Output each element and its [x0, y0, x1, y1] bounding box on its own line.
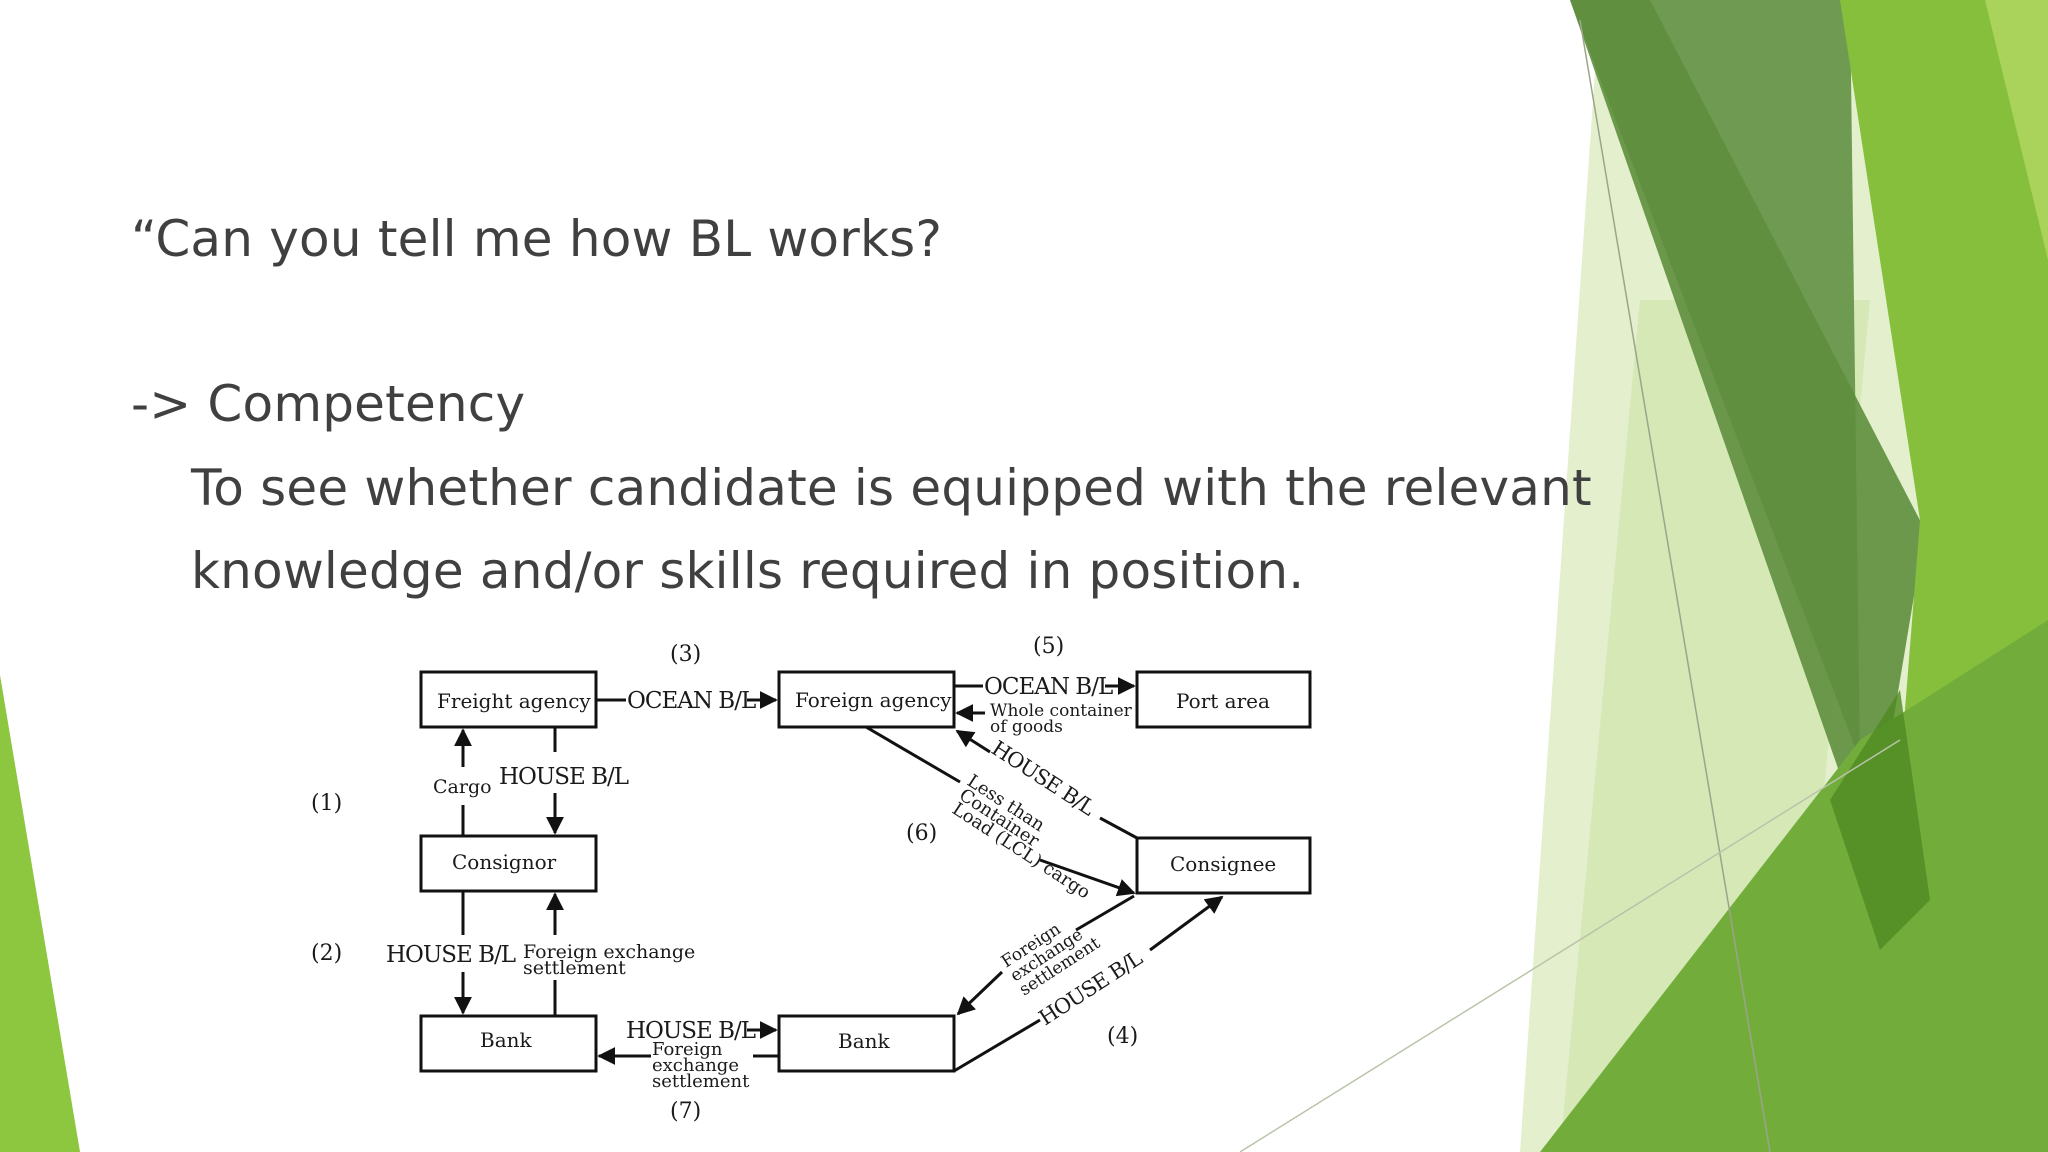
bank-right-box [777, 1014, 956, 1073]
freight-agency-label: Freight agency [437, 689, 591, 713]
fx-label-7: Foreign [652, 1039, 723, 1060]
competency-description-line: knowledge and/or skills required in posi… [191, 542, 1305, 600]
fx-settlement-label: Foreign exchange [523, 941, 695, 963]
ocean-bl-label: OCEAN B/L [627, 688, 756, 714]
step-number: (1) [311, 791, 342, 816]
freight-agency-box [419, 670, 598, 729]
port-area-box [1135, 670, 1312, 729]
house-bl-label: HOUSE B/L [499, 764, 629, 790]
port-area-label: Port area [1176, 689, 1270, 713]
house-bl-label: HOUSE B/L [626, 1018, 756, 1044]
step-number: (5) [1033, 634, 1064, 659]
house-bl-arrow-4 [953, 1018, 1041, 1073]
question-text: “Can you tell me how BL works? [131, 210, 943, 268]
house-bl-arrow-6 [955, 729, 991, 754]
house-bl-label: HOUSE B/L [386, 942, 516, 968]
competency-description-line: To see whether candidate is equipped wit… [191, 459, 1592, 517]
right-facet-dark [1570, 0, 1925, 860]
fx-arrow-4 [956, 970, 1004, 1016]
cargo-label: Cargo [433, 776, 492, 798]
foreign-agency-box [777, 670, 956, 729]
left-green-triangle [0, 675, 80, 1152]
fx-label-7: settlement [652, 1071, 750, 1092]
bank-left-label: Bank [480, 1028, 533, 1052]
consignee-label: Consignee [1170, 852, 1276, 876]
bank-right-label: Bank [838, 1029, 891, 1053]
competency-heading: -> Competency [131, 375, 526, 433]
consignor-label: Consignor [452, 850, 557, 874]
house-bl-arrow-4 [1149, 895, 1224, 952]
bottom-facet-mid [1540, 620, 2048, 1152]
fx-label-7: exchange [652, 1055, 739, 1076]
whole-container-label: Whole container [990, 701, 1133, 721]
lcl-cargo-arrow [1039, 858, 1136, 897]
foreign-agency-label: Foreign agency [795, 688, 952, 712]
bank-left-box [419, 1014, 598, 1073]
lcl-cargo-arrow [865, 725, 961, 784]
step-number: (4) [1107, 1024, 1138, 1049]
right-facet-lime [1985, 0, 2048, 260]
bottom-facet-deep [1830, 690, 1930, 950]
fx-settlement-label: settlement [523, 957, 626, 979]
facet-line [1239, 739, 1901, 1152]
step-number: (7) [670, 1099, 701, 1124]
house-bl-arrow-6 [1099, 816, 1138, 840]
step-number: (2) [311, 941, 342, 966]
ocean-bl-label: OCEAN B/L [984, 674, 1113, 700]
consignee-box [1135, 836, 1312, 895]
whole-container-label: of goods [990, 717, 1063, 737]
fx-arrow-4 [1075, 894, 1135, 932]
facet-line [1579, 19, 1771, 1152]
consignor-box [419, 834, 598, 893]
step-number: (3) [670, 642, 701, 667]
step-number: (6) [906, 821, 937, 846]
